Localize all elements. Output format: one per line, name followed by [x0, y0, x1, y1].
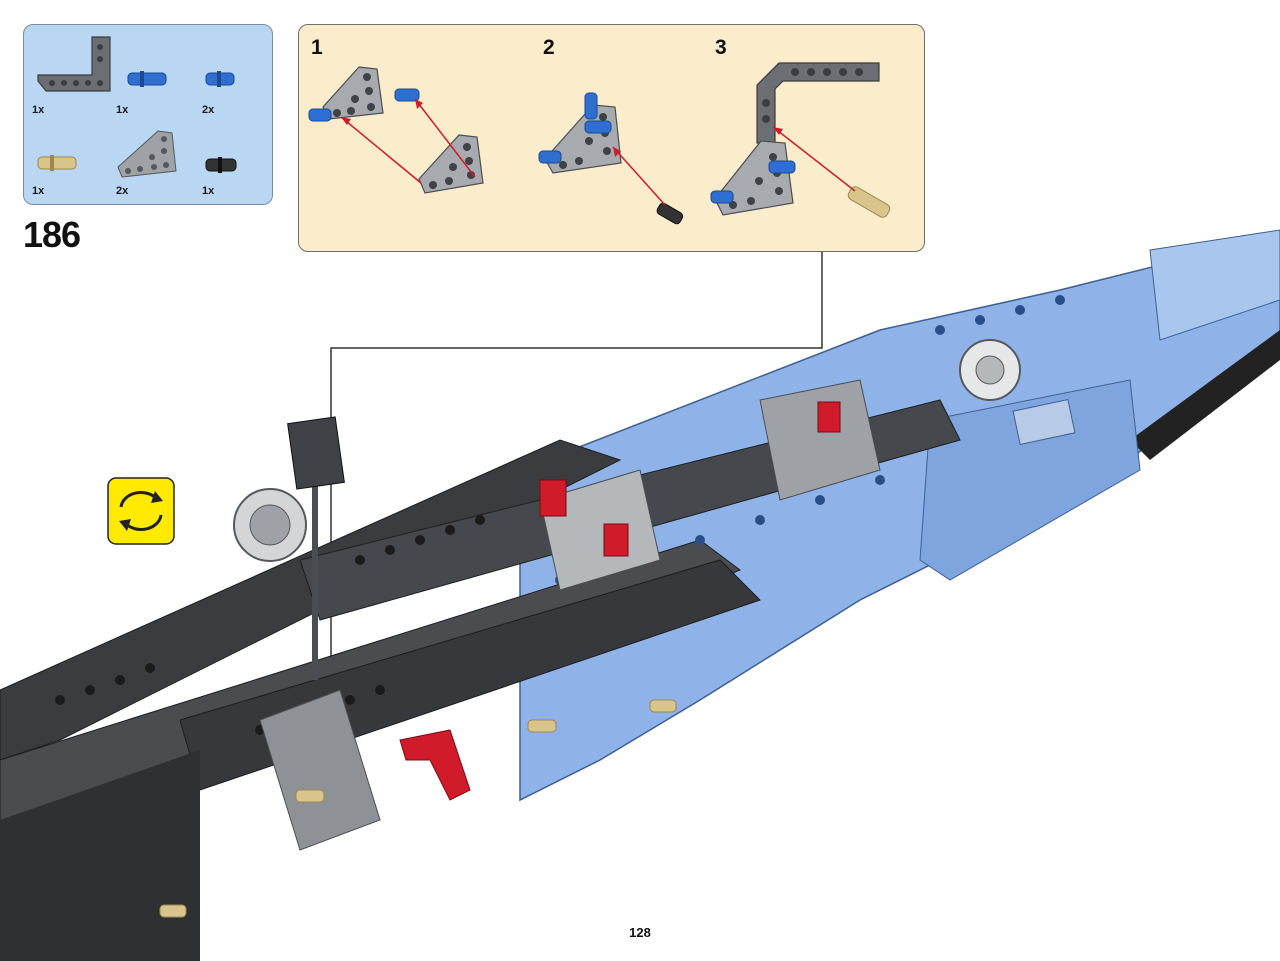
substep-number: 2 [543, 36, 555, 59]
substep-2-diagram [538, 92, 684, 225]
step-number: 186 [23, 214, 81, 255]
rotate-model-icon [107, 477, 175, 545]
part-qty: 1x [116, 104, 129, 116]
substep-3-diagram [710, 62, 891, 218]
substep-number: 3 [715, 36, 727, 59]
axle-pin-blue-long-icon [127, 71, 167, 87]
axle-pin-blue-icon [205, 71, 235, 87]
subassembly-callout: 1 2 3 [298, 24, 925, 252]
part-qty: 1x [202, 185, 215, 197]
pin-tan-icon [37, 155, 77, 171]
part-qty: 2x [202, 104, 215, 116]
axle-pin-black-icon [205, 157, 237, 173]
page-number: 128 [629, 925, 651, 940]
l-beam-gray-icon [37, 36, 111, 92]
substep-number: 1 [311, 36, 323, 59]
part-qty: 2x [116, 185, 129, 197]
substep-1-diagram [308, 66, 484, 194]
part-qty: 1x [32, 104, 45, 116]
triangle-beam-gray-icon [117, 130, 177, 178]
part-qty: 1x [32, 185, 45, 197]
parts-list: 1x 1x 2x 1x 2x 1x [23, 24, 273, 205]
